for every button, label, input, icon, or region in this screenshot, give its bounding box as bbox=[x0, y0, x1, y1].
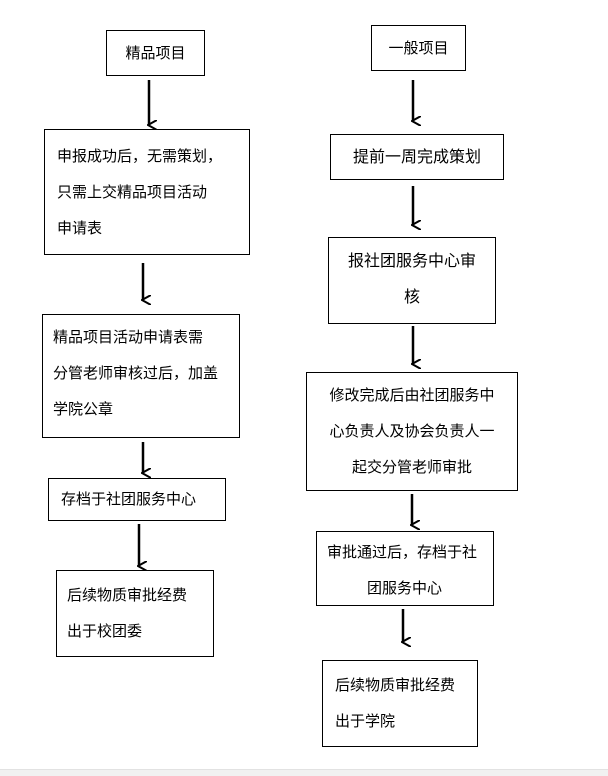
left-step-1-line-1: 申报成功后，无需策划， bbox=[57, 147, 223, 165]
left-step-2: 精品项目活动申请表需 分管老师审核过后，加盖 学院公章 bbox=[42, 314, 240, 438]
right-step-3: 修改完成后由社团服务中 心负责人及协会负责人一 起交分管老师审批 bbox=[306, 372, 518, 491]
right-step-2: 报社团服务中心审 核 bbox=[328, 237, 496, 324]
left-step-3-line-1: 存档于社团服务中心 bbox=[61, 490, 197, 508]
left-step-2-line-2: 分管老师审核过后，加盖 bbox=[53, 364, 219, 382]
right-step-2-line-1: 报社团服务中心审 bbox=[347, 251, 476, 270]
page-bottom-edge bbox=[0, 769, 608, 776]
right-step-4-line-2: 团服务中心 bbox=[367, 579, 443, 597]
left-step-4: 后续物质审批经费 出于校团委 bbox=[56, 570, 214, 657]
right-step-3-line-3: 起交分管老师审批 bbox=[351, 458, 472, 476]
right-step-2-line-2: 核 bbox=[403, 287, 420, 306]
right-step-5-line-1: 后续物质审批经费 bbox=[335, 676, 456, 694]
left-title-box: 精品项目 bbox=[106, 30, 205, 76]
right-step-4-line-1: 审批通过后，存档于社 bbox=[327, 543, 478, 561]
right-step-3-line-2: 心负责人及协会负责人一 bbox=[329, 422, 495, 440]
left-step-1-line-2: 只需上交精品项目活动 bbox=[57, 183, 208, 201]
left-step-1: 申报成功后，无需策划， 只需上交精品项目活动 申请表 bbox=[44, 129, 250, 255]
left-step-1-line-3: 申请表 bbox=[57, 219, 103, 237]
left-step-2-line-1: 精品项目活动申请表需 bbox=[53, 328, 204, 346]
right-step-5-line-2: 出于学院 bbox=[335, 712, 396, 730]
right-step-3-line-1: 修改完成后由社团服务中 bbox=[329, 386, 495, 404]
right-title-box: 一般项目 bbox=[371, 25, 466, 71]
right-title: 一般项目 bbox=[388, 39, 449, 57]
left-step-4-line-1: 后续物质审批经费 bbox=[67, 586, 188, 604]
right-step-1: 提前一周完成策划 bbox=[330, 134, 504, 180]
right-step-4: 审批通过后，存档于社 团服务中心 bbox=[316, 531, 494, 606]
right-step-1-line-1: 提前一周完成策划 bbox=[352, 147, 481, 166]
left-step-4-line-2: 出于校团委 bbox=[67, 622, 143, 640]
left-title: 精品项目 bbox=[125, 44, 186, 62]
left-step-2-line-3: 学院公章 bbox=[53, 400, 114, 418]
left-step-3: 存档于社团服务中心 bbox=[48, 478, 226, 521]
right-step-5: 后续物质审批经费 出于学院 bbox=[322, 660, 478, 747]
